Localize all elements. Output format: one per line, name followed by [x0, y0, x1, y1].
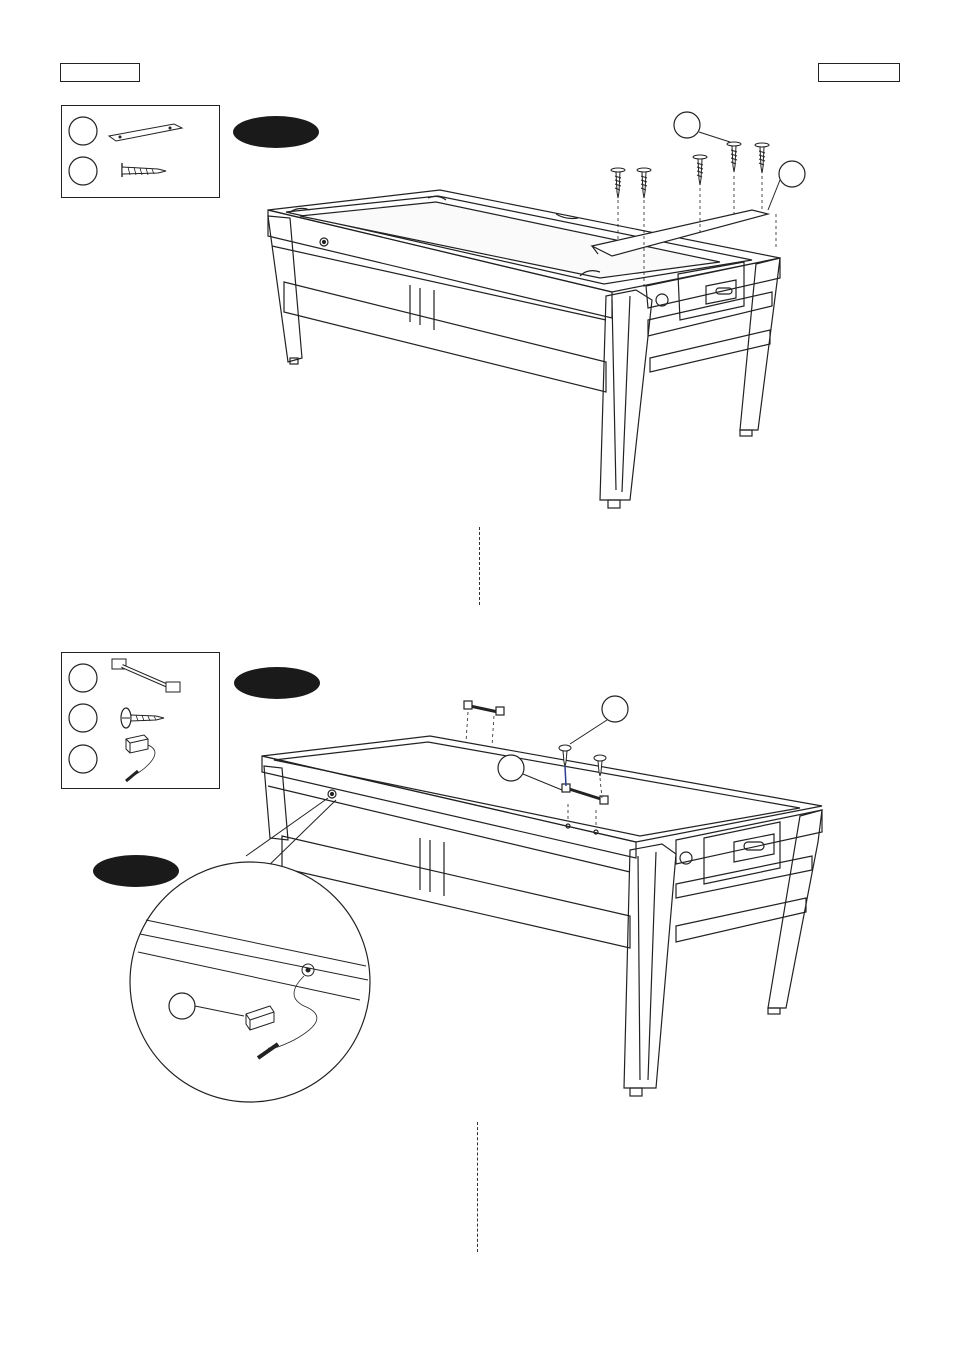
header-label-right [818, 63, 900, 82]
bracket-plate-icon [107, 123, 184, 142]
header-label-left [60, 63, 140, 82]
step-1-badge [233, 116, 319, 148]
connecting-rod-icon [111, 658, 181, 693]
sensor-plug-icon [125, 734, 156, 783]
step-2-badge [234, 667, 320, 699]
step-2-detail-badge [93, 855, 179, 887]
step-1-divider [479, 527, 480, 605]
wood-screw-icon [121, 163, 167, 177]
step-1-parts-box [61, 105, 220, 198]
machine-screw-icon [120, 707, 165, 729]
step-1-pool-table-illustration [267, 111, 806, 509]
step-2-divider [477, 1122, 478, 1252]
step-2-parts-box [61, 652, 220, 789]
